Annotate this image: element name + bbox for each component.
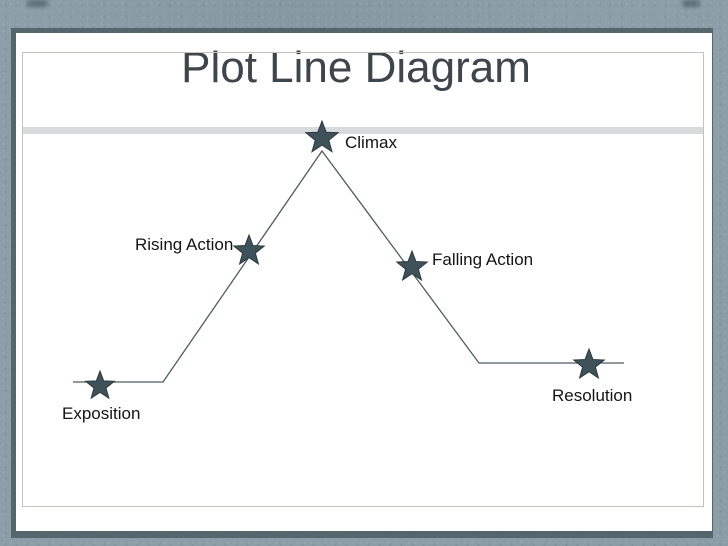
rising-action-label: Rising Action [135, 235, 234, 254]
resolution-label: Resolution [552, 386, 633, 405]
frame-texture-mark-left [27, 0, 48, 7]
slide-title: Plot Line Diagram [181, 43, 531, 92]
title-divider-bar [22, 127, 704, 134]
climax-label: Climax [345, 133, 397, 152]
frame-texture-mark-right [682, 0, 700, 7]
exposition-label: Exposition [62, 404, 141, 423]
inner-frame-border [22, 52, 704, 507]
falling-action-label: Falling Action [432, 250, 534, 269]
slide: Plot Line Diagram [16, 33, 712, 531]
